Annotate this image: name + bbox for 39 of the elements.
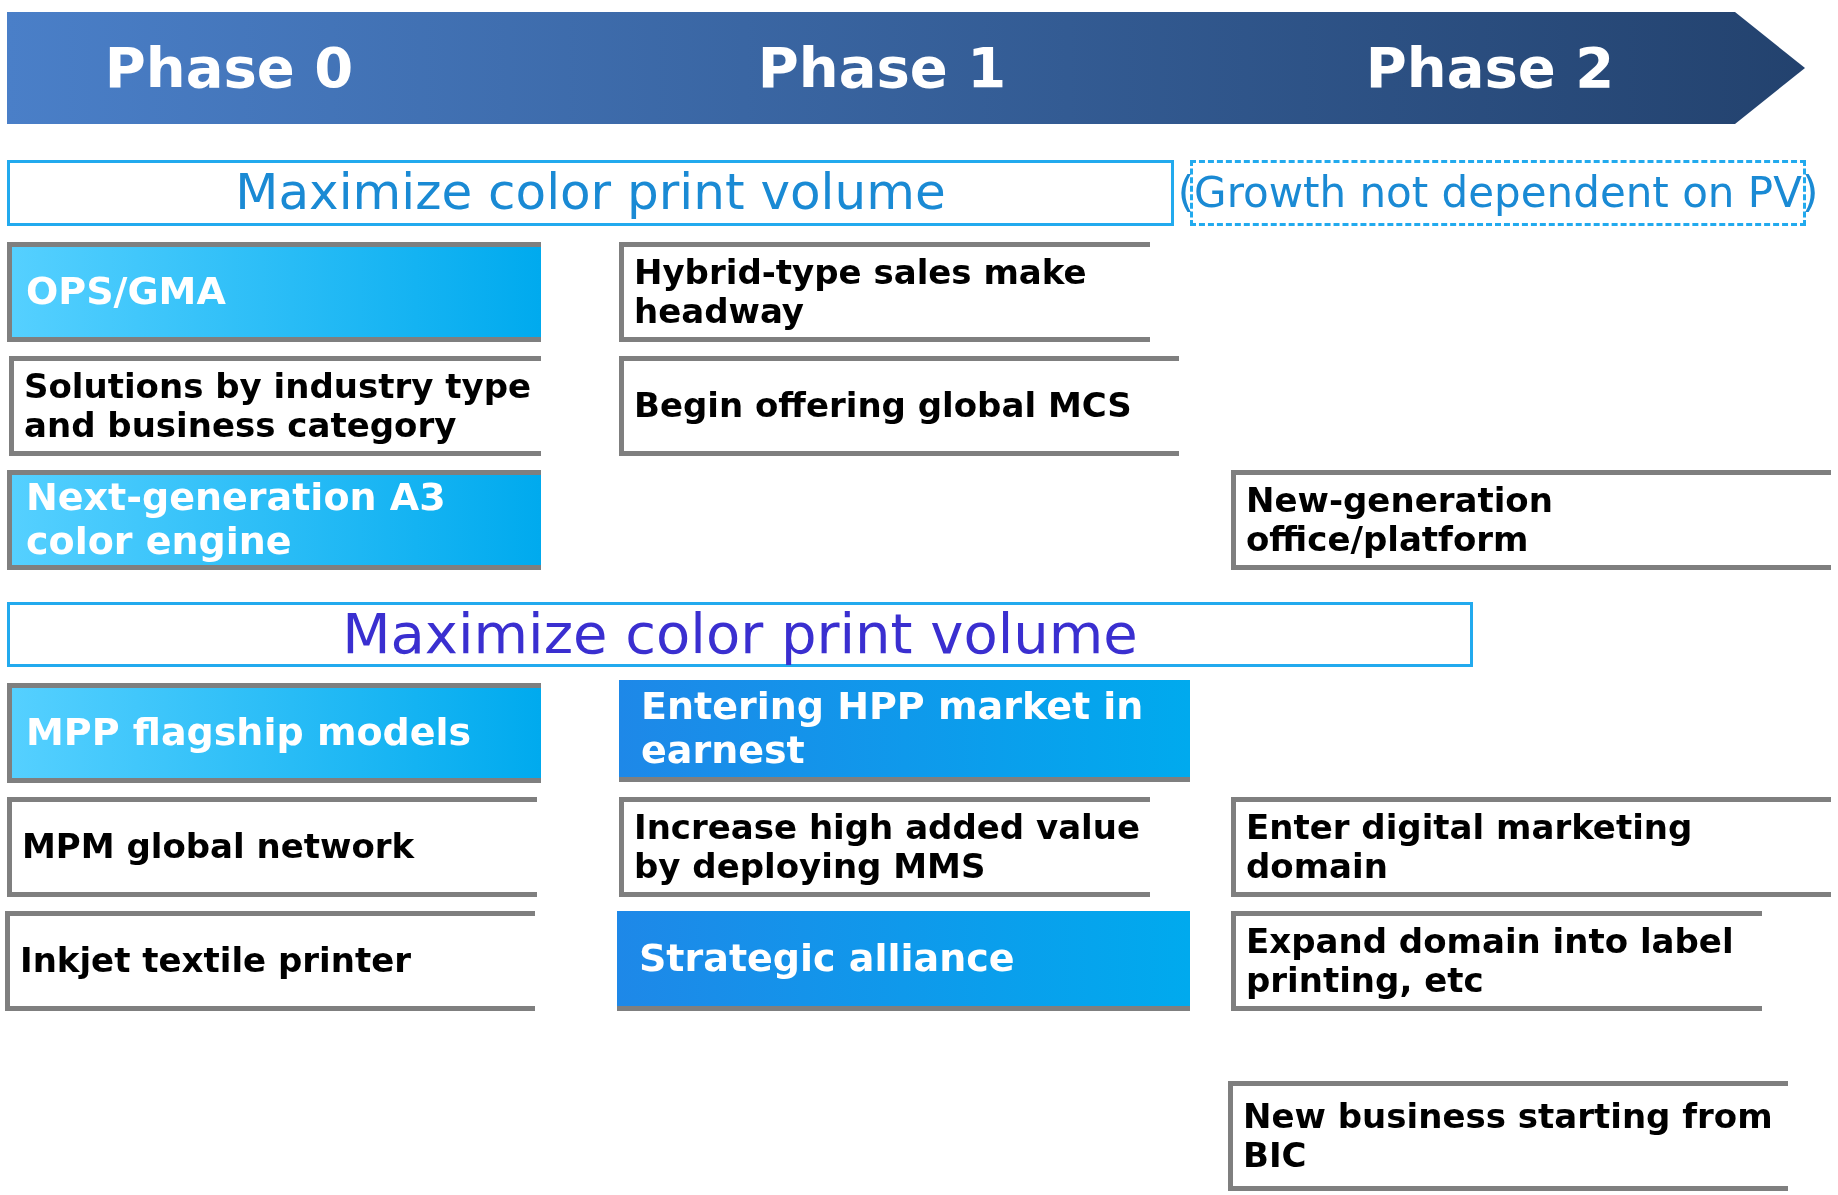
heading: Maximize color print volume (342, 602, 1138, 667)
item-label: Entering HPP market in earnest (641, 684, 1145, 773)
note: (Growth not dependent on PV) (1177, 168, 1819, 218)
heading: Maximize color print volume (235, 164, 946, 222)
item-label: Enter digital marketing domain (1246, 807, 1694, 887)
item-label: New business starting from BIC (1243, 1096, 1774, 1176)
initiative-box (619, 797, 1150, 897)
item-label: Expand domain into label printing, etc (1246, 921, 1735, 1001)
item-label: Hybrid-type sales make headway (634, 252, 1088, 332)
initiative-box (9, 356, 541, 456)
goal-banner (7, 160, 1174, 226)
initiative-box (1231, 797, 1831, 897)
initiative-box (1228, 1081, 1788, 1191)
item-label: MPP flagship models (26, 711, 472, 755)
initiative-box (619, 242, 1150, 342)
initiative-box (5, 911, 535, 1011)
initiative-box (1231, 470, 1831, 570)
item-label: Strategic alliance (639, 936, 1015, 981)
item-label: Inkjet textile printer (20, 941, 412, 981)
initiative-box (7, 470, 541, 570)
phase-label: Phase 0 (104, 35, 354, 101)
item-label: MPM global network (22, 827, 415, 867)
item-label: OPS/GMA (26, 270, 226, 314)
phase-arrow-band (7, 12, 1805, 124)
initiative-box (619, 356, 1179, 456)
phase-label: Phase 2 (1365, 35, 1615, 101)
initiative-box (1231, 911, 1762, 1011)
initiative-box (619, 680, 1190, 782)
initiative-box (617, 911, 1190, 1011)
item-label: Next-generation A3 color engine (26, 476, 447, 564)
item-label: Increase high added value by deploying MMS (634, 807, 1142, 887)
item-label: Begin offering global MCS (634, 386, 1132, 426)
initiative-box (7, 683, 541, 783)
phase-label: Phase 1 (757, 35, 1007, 101)
initiative-box (7, 797, 537, 897)
item-label: Solutions by industry type and business category (24, 366, 533, 446)
initiative-box (7, 242, 541, 342)
item-label: New-generation office/platform (1246, 480, 1554, 560)
goal-banner (7, 602, 1473, 667)
